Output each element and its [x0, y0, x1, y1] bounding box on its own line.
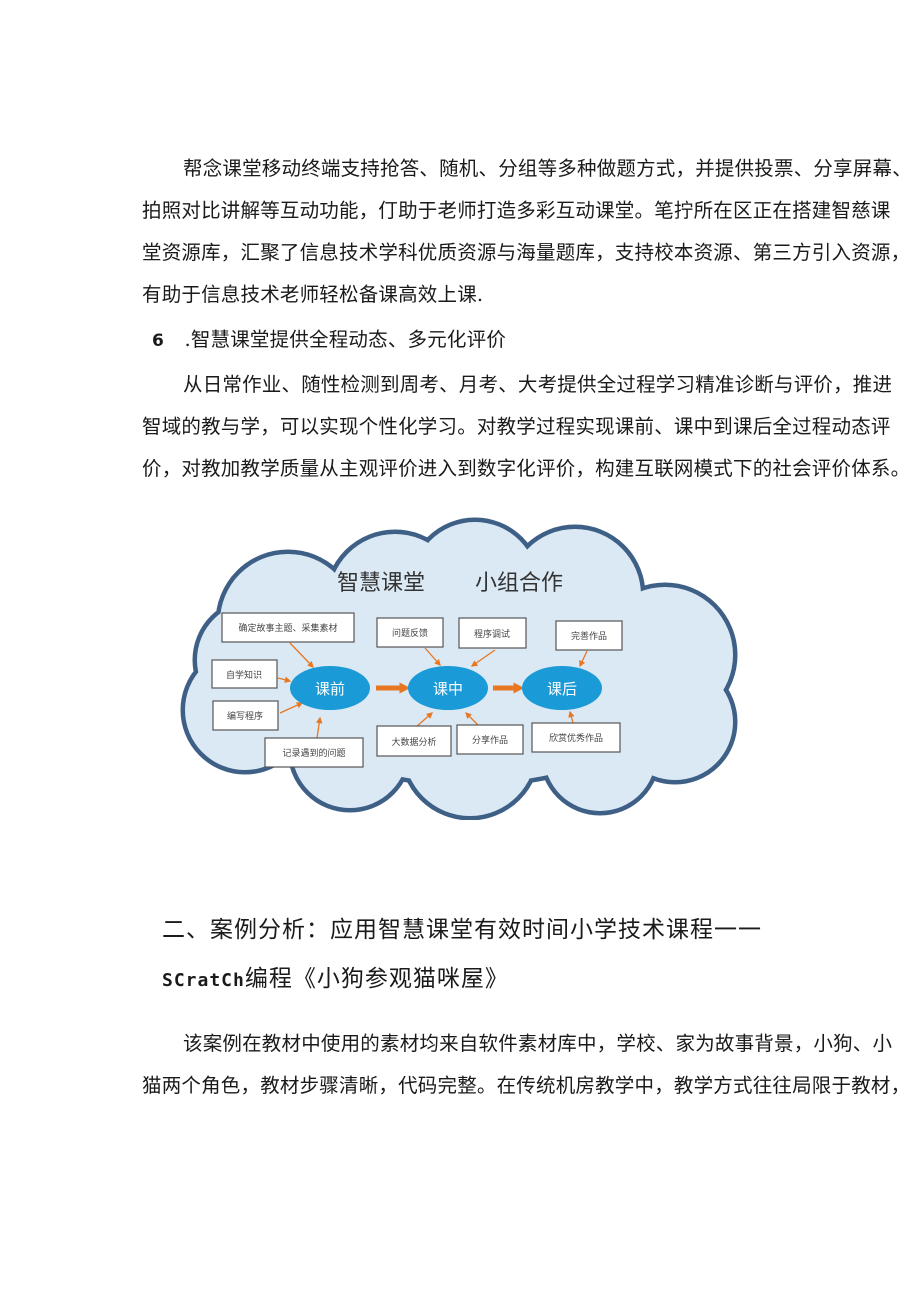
text-line: 拍照对比讲解等互动功能，仃助于老师打造多彩互动课堂。笔拧所在区正在搭建智慈课 [142, 199, 891, 222]
title-group-cooperation: 小组合作 [475, 571, 563, 596]
text-line: 价，对教加教学质量从主观评价进入到数字化评价，构建互联网模式下的社会评价体系。 [142, 457, 911, 480]
text-line: 有助于信息技术老师轻松备课高效上课. [142, 283, 484, 306]
svg-text:大数据分析: 大数据分析 [391, 736, 436, 748]
svg-text:编写程序: 编写程序 [227, 710, 263, 722]
box-item: 记录遇到的问题 [264, 737, 364, 768]
text-line: 智域的教与学，可以实现个性化学习。对教学过程实现课前、课中到课后全过程动态评 [142, 415, 891, 438]
section-title: 二、案例分析：应用智慧课堂有效时间小学技术课程一一 [162, 917, 762, 943]
box-item: 欣赏优秀作品 [531, 722, 621, 753]
box-item: 自学知识 [211, 659, 278, 689]
subtitle-latin: SCratCh [162, 970, 245, 991]
heading-number: 6 [152, 331, 165, 351]
stage-label: 课后 [547, 680, 577, 698]
text-line: 从日常作业、随性检测到周考、月考、大考提供全过程学习精准诊断与评价，推进 [183, 373, 893, 396]
stage-label: 课中 [433, 680, 463, 698]
text-line: 猫两个角色，教材步骤清晰，代码完整。在传统机房教学中，教学方式往往局限于教材， [142, 1074, 911, 1097]
stage-post-class: 课后 [522, 666, 602, 710]
box-item: 编写程序 [212, 700, 279, 731]
section-subtitle: SCratCh编程《小狗参观猫咪屋》 [162, 959, 509, 993]
svg-text:问题反馈: 问题反馈 [392, 627, 428, 639]
svg-text:程序调试: 程序调试 [474, 628, 510, 640]
svg-text:自学知识: 自学知识 [226, 669, 262, 681]
box-item: 分享作品 [456, 724, 524, 755]
box-item: 程序调试 [458, 617, 527, 649]
subtitle-rest: 编程《小狗参观猫咪屋》 [244, 966, 509, 992]
box-item: 问题反馈 [376, 617, 444, 648]
text-line: 该案例在教材中使用的素材均来自软件素材库中，学校、家为故事背景，小狗、小 [183, 1032, 893, 1055]
svg-text:分享作品: 分享作品 [472, 734, 508, 746]
box-item: 大数据分析 [376, 725, 452, 757]
svg-text:欣赏优秀作品: 欣赏优秀作品 [549, 732, 603, 744]
box-item: 确定故事主题、采集素材 [221, 612, 355, 643]
heading-text: .智慧课堂提供全程动态、多元化评价 [184, 328, 507, 351]
smart-classroom-diagram: 智慧课堂 小组合作 课前 课中 课后 确定故事主题、采集素材 自学知识 编写程序… [180, 517, 738, 820]
heading-6: 6 .智慧课堂提供全程动态、多元化评价 [152, 323, 506, 352]
connector-arrows [277, 642, 588, 739]
stage-pre-class: 课前 [290, 666, 370, 710]
stage-label: 课前 [315, 680, 345, 698]
box-item: 完善作品 [555, 620, 623, 651]
svg-text:记录遇到的问题: 记录遇到的问题 [282, 747, 345, 759]
svg-text:完善作品: 完善作品 [571, 630, 607, 642]
svg-text:确定故事主题、采集素材: 确定故事主题、采集素材 [238, 622, 337, 634]
title-smart-classroom: 智慧课堂 [337, 571, 425, 596]
text-line: 帮念课堂移动终端支持抢答、随机、分组等多种做题方式，并提供投票、分享屏幕、 [183, 157, 912, 180]
text-line: 堂资源库，汇聚了信息技术学科优质资源与海量题库，支持校本资源、第三方引入资源， [142, 241, 911, 264]
stage-in-class: 课中 [408, 666, 488, 710]
